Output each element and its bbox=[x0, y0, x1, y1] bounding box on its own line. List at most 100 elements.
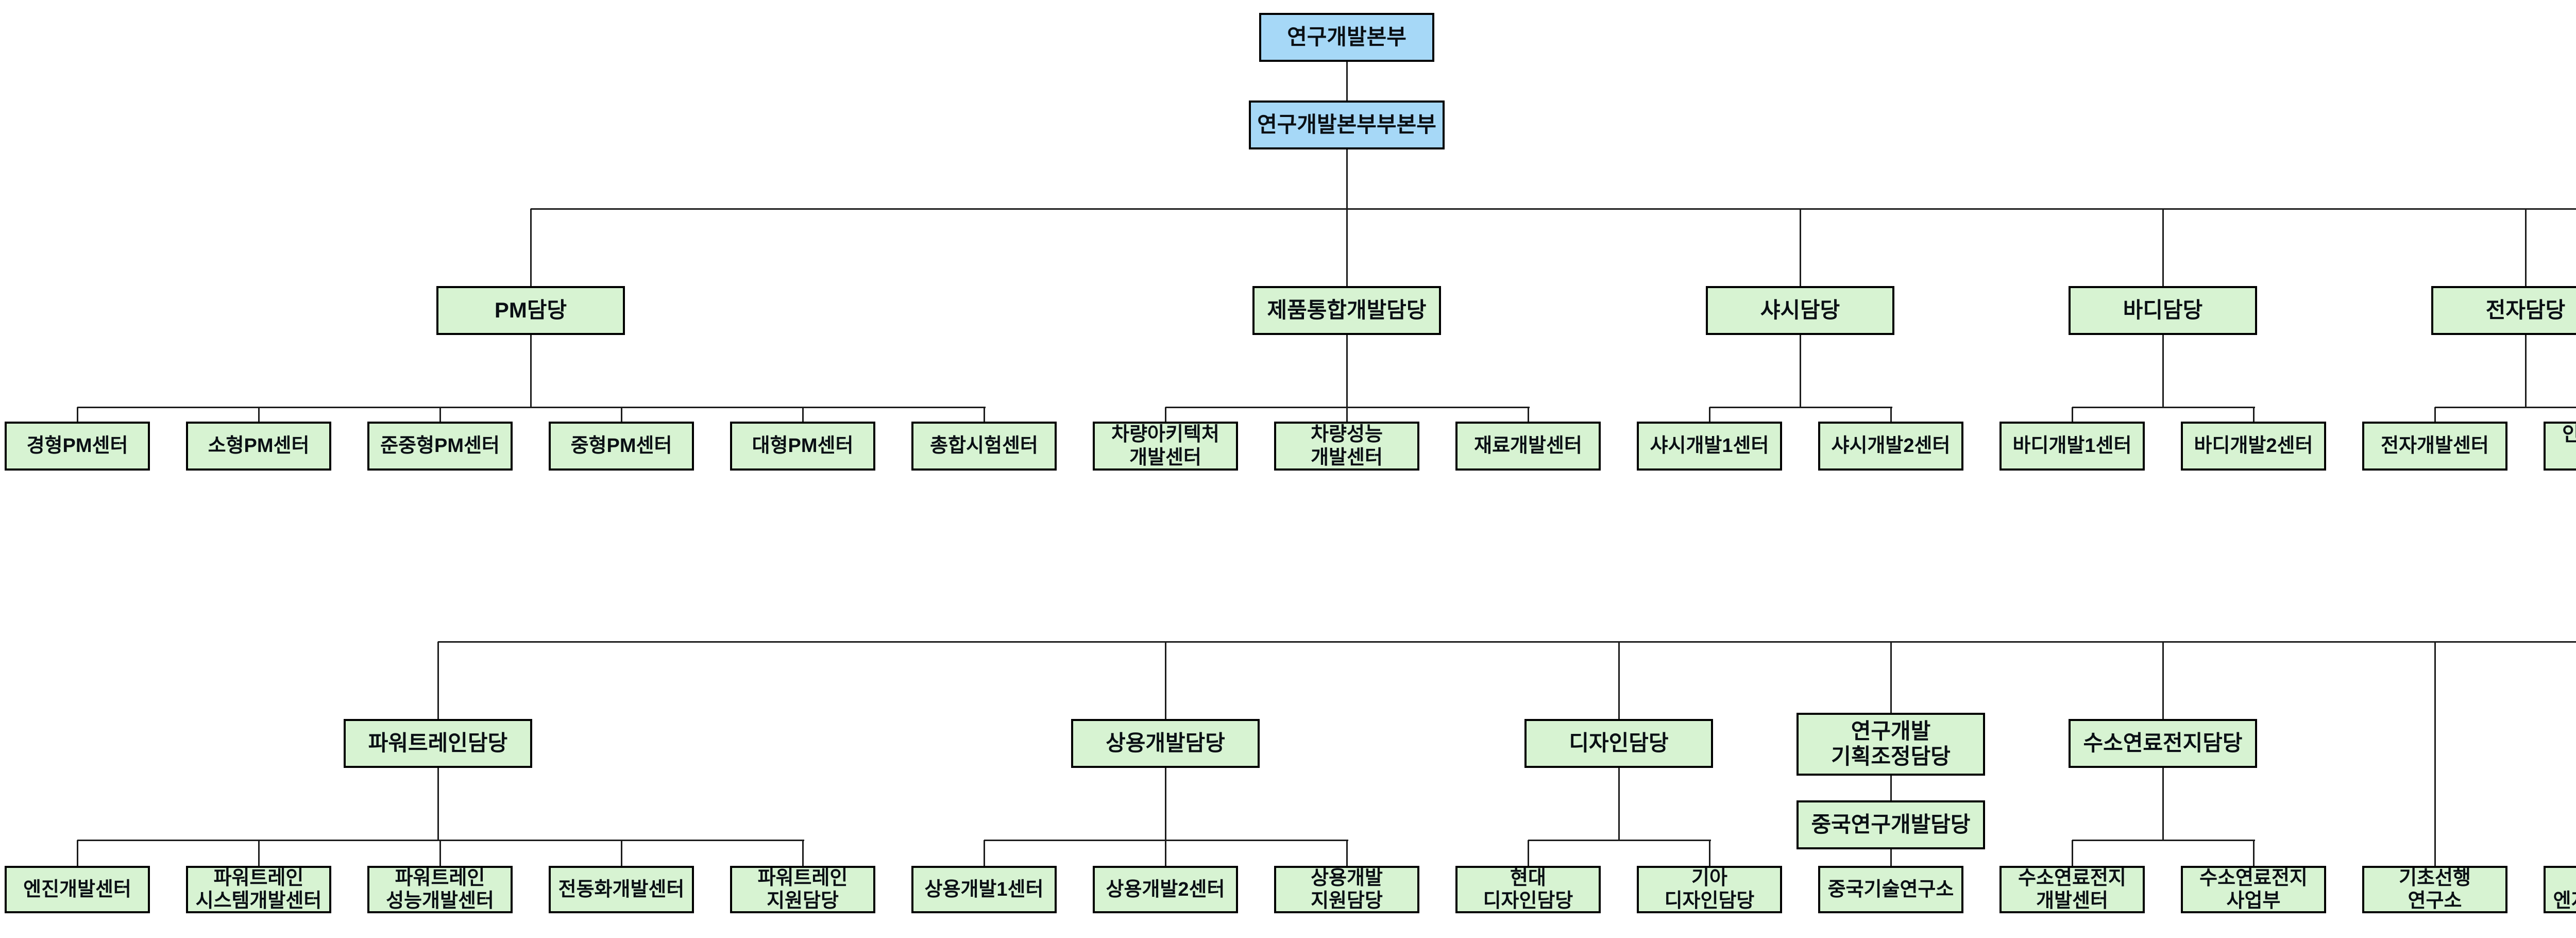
org-node-body: 바디담당 bbox=[2069, 286, 2257, 335]
connector-line bbox=[1346, 407, 1348, 422]
connector-line bbox=[2162, 768, 2164, 840]
org-node-electrification: 전동화개발센터 bbox=[549, 866, 694, 913]
connector-line bbox=[530, 335, 532, 407]
org-node-pt-support: 파워트레인 지원담당 bbox=[730, 866, 875, 913]
connector-line bbox=[983, 407, 985, 422]
connector-line bbox=[2252, 840, 2255, 866]
org-node-general-test: 총합시험센터 bbox=[911, 422, 1057, 471]
connector-line bbox=[530, 209, 532, 286]
connector-line bbox=[531, 208, 2576, 210]
connector-line bbox=[620, 840, 622, 866]
connector-line bbox=[1890, 407, 1892, 422]
connector-line bbox=[983, 840, 985, 866]
connector-line bbox=[2524, 209, 2527, 286]
connector-line bbox=[984, 839, 1348, 841]
org-node-chassis: 샤시담당 bbox=[1706, 286, 1894, 335]
connector-line bbox=[1890, 776, 1892, 800]
connector-line bbox=[1799, 335, 1801, 407]
org-node-digital-eng: 디지털 엔지니어링센터 bbox=[2544, 866, 2576, 913]
connector-line bbox=[1346, 335, 1348, 407]
org-node-mid-pm: 중형PM센터 bbox=[549, 422, 694, 471]
org-node-materials: 재료개발센터 bbox=[1455, 422, 1601, 471]
org-node-deputy: 연구개발본부부본부 bbox=[1249, 100, 1445, 149]
connector-line bbox=[1618, 768, 1620, 840]
connector-line bbox=[437, 768, 439, 840]
org-node-body-dev-2: 바디개발2센터 bbox=[2181, 422, 2326, 471]
connector-line bbox=[2252, 407, 2255, 422]
org-node-fc-business: 수소연료전지 사업부 bbox=[2181, 866, 2326, 913]
org-node-small-pm: 소형PM센터 bbox=[186, 422, 331, 471]
org-node-fc-dev: 수소연료전지 개발센터 bbox=[1999, 866, 2145, 913]
org-node-china-tech: 중국기술연구소 bbox=[1818, 866, 1963, 913]
connector-line bbox=[2434, 642, 2436, 866]
connector-line bbox=[1890, 642, 1892, 713]
connector-line bbox=[2524, 335, 2527, 407]
connector-line bbox=[802, 407, 804, 422]
connector-line bbox=[2071, 407, 2073, 422]
connector-line bbox=[1709, 406, 1892, 408]
org-node-basic-research: 기초선행 연구소 bbox=[2362, 866, 2507, 913]
connector-line bbox=[77, 406, 986, 408]
connector-line bbox=[2071, 840, 2073, 866]
org-node-kia-design: 기아 디자인담당 bbox=[1637, 866, 1782, 913]
org-node-hydrogen: 수소연료전지담당 bbox=[2069, 719, 2257, 768]
connector-line bbox=[2434, 407, 2436, 422]
connector-line bbox=[1346, 62, 1348, 100]
connector-line bbox=[2162, 642, 2164, 719]
org-node-compact-pm: 경형PM센터 bbox=[5, 422, 150, 471]
org-node-engine: 엔진개발센터 bbox=[5, 866, 150, 913]
org-node-commercial: 상용개발담당 bbox=[1071, 719, 1260, 768]
connector-line bbox=[439, 840, 441, 866]
connector-line bbox=[1346, 840, 1348, 866]
connector-line bbox=[439, 407, 441, 422]
org-node-semi-mid-pm: 준중형PM센터 bbox=[367, 422, 513, 471]
org-node-vehicle-performance: 차량성능 개발센터 bbox=[1274, 422, 1419, 471]
org-node-product-integration: 제품통합개발담당 bbox=[1252, 286, 1441, 335]
org-node-commercial-1: 상용개발1센터 bbox=[911, 866, 1057, 913]
connector-line bbox=[77, 839, 804, 841]
org-node-pt-system: 파워트레인 시스템개발센터 bbox=[186, 866, 331, 913]
org-node-root: 연구개발본부 bbox=[1259, 13, 1434, 62]
org-node-design: 디자인담당 bbox=[1524, 719, 1713, 768]
org-node-hyundai-design: 현대 디자인담당 bbox=[1455, 866, 1601, 913]
connector-line bbox=[258, 407, 260, 422]
org-node-china-rnd: 중국연구개발담당 bbox=[1797, 800, 1985, 849]
org-node-commercial-support: 상용개발 지원담당 bbox=[1274, 866, 1419, 913]
org-node-body-dev-1: 바디개발1센터 bbox=[1999, 422, 2145, 471]
org-node-large-pm: 대형PM센터 bbox=[730, 422, 875, 471]
connector-line bbox=[1618, 642, 1620, 719]
connector-line bbox=[1164, 840, 1166, 866]
connector-line bbox=[1346, 209, 1348, 286]
connector-line bbox=[1890, 849, 1892, 866]
org-node-chassis-dev-1: 샤시개발1센터 bbox=[1637, 422, 1782, 471]
connector-line bbox=[1708, 407, 1710, 422]
connector-line bbox=[1527, 407, 1529, 422]
connector-line bbox=[1164, 768, 1166, 840]
connector-line bbox=[1164, 407, 1166, 422]
connector-line bbox=[1164, 642, 1166, 719]
org-node-powertrain: 파워트레인담당 bbox=[344, 719, 532, 768]
connector-line bbox=[1346, 149, 1348, 209]
connector-line bbox=[76, 840, 78, 866]
org-node-electronics-dev: 전자개발센터 bbox=[2362, 422, 2507, 471]
org-node-vehicle-architecture: 차량아키텍처 개발센터 bbox=[1093, 422, 1238, 471]
org-node-pm: PM담당 bbox=[436, 286, 625, 335]
connector-line bbox=[620, 407, 622, 422]
connector-line bbox=[2162, 209, 2164, 286]
connector-line bbox=[258, 840, 260, 866]
org-node-planning: 연구개발 기획조정담당 bbox=[1797, 713, 1985, 776]
connector-line bbox=[1708, 840, 1710, 866]
connector-line bbox=[802, 840, 804, 866]
connector-line bbox=[1528, 839, 1711, 841]
connector-line bbox=[438, 641, 2576, 643]
org-node-electronics: 전자담당 bbox=[2431, 286, 2576, 335]
connector-line bbox=[2435, 406, 2576, 408]
org-node-chassis-dev-2: 샤시개발2센터 bbox=[1818, 422, 1963, 471]
connector-line bbox=[2072, 839, 2255, 841]
org-node-infotainment: 인포테인먼트 개발센터 bbox=[2544, 422, 2576, 471]
org-node-pt-performance: 파워트레인 성능개발센터 bbox=[367, 866, 513, 913]
connector-line bbox=[76, 407, 78, 422]
connector-line bbox=[437, 642, 439, 719]
connector-line bbox=[1165, 406, 1530, 408]
